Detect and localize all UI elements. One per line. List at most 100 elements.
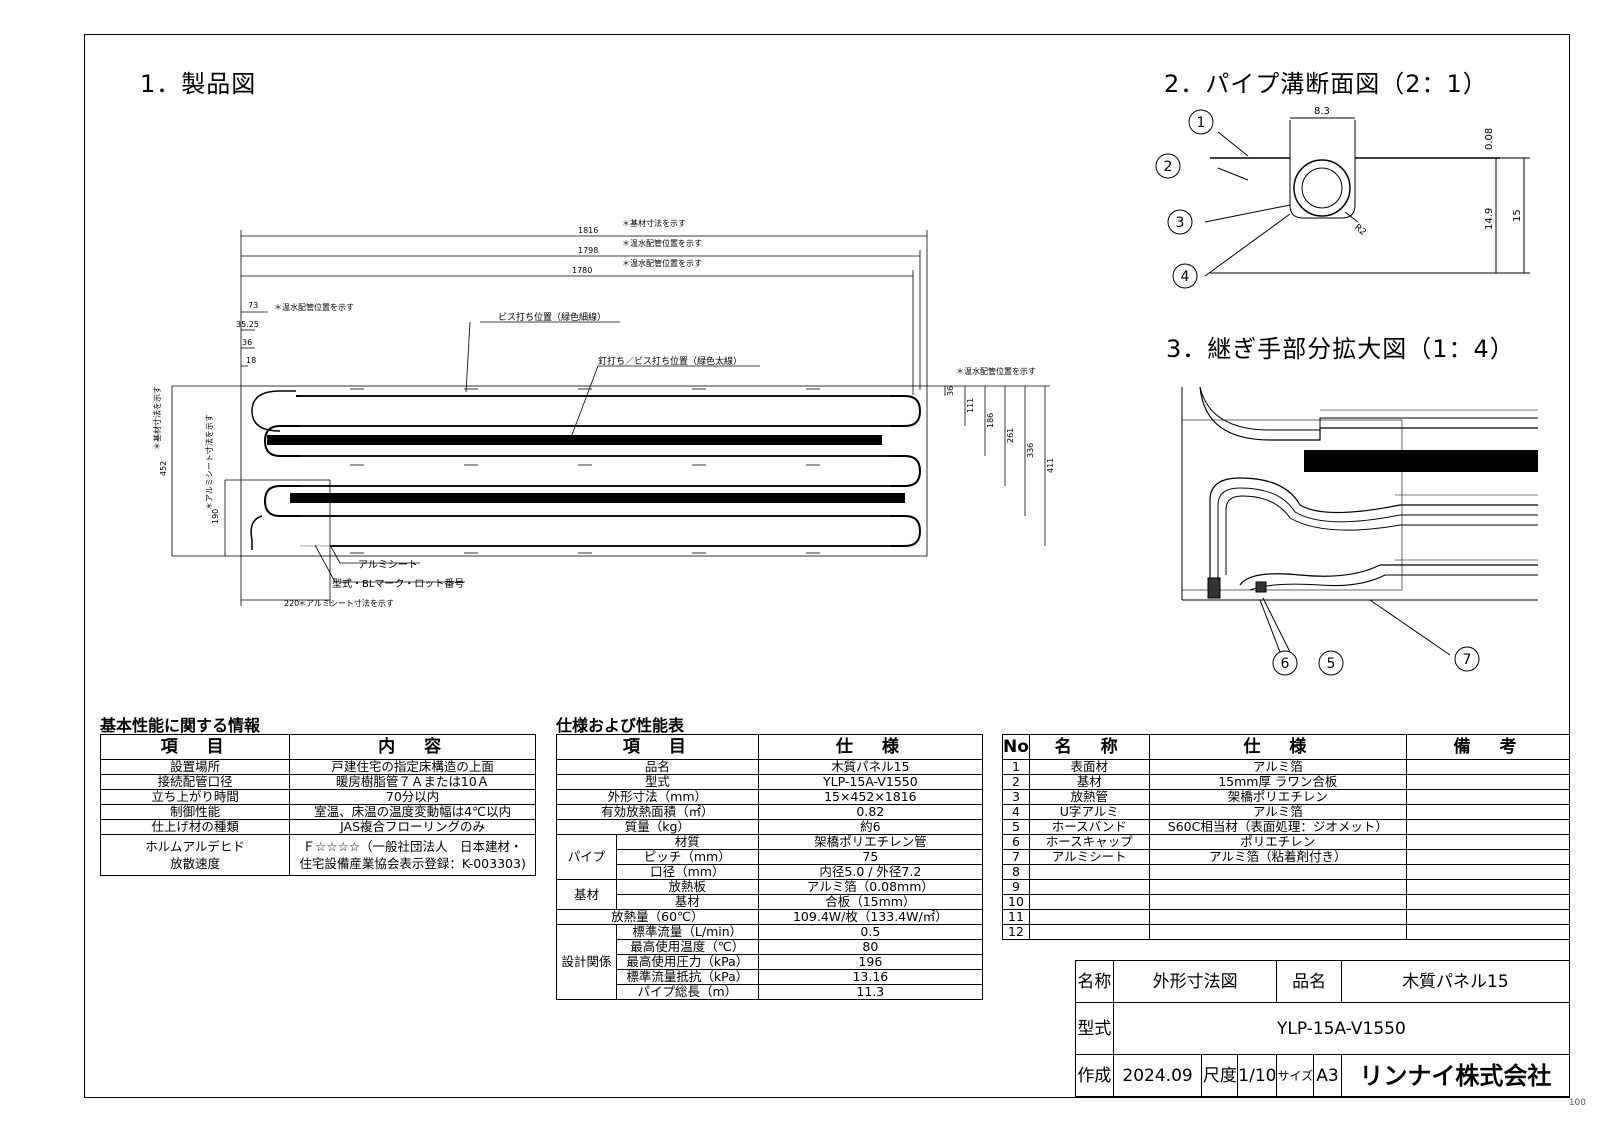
table-row: 制御性能室温、床温の温度変動幅は4℃以内 [99, 804, 536, 820]
dim-r186: 186 [986, 413, 995, 428]
table-row: パイプ材質架橋ポリエチレン管 [556, 834, 984, 880]
dim-alu-thickness: 0.08 [1484, 128, 1495, 150]
parts-spec-cell: 15mm厚 ラワン合板 [1148, 774, 1408, 790]
parts-remarks-cell [1406, 759, 1570, 775]
note-v-alu: ＊アルミシート寸法を示す [204, 414, 214, 510]
dim-190: 190 [211, 509, 220, 524]
spec-item-cell: 標準流量抵抗（kPa） [615, 969, 759, 985]
parts-remarks-cell [1406, 819, 1570, 835]
tb-product-value: 木質パネル15 [1340, 960, 1571, 1003]
parts-no-cell: 11 [1002, 909, 1030, 925]
perf-item-cell: 制御性能 [99, 804, 291, 820]
table-row: パイプ総長（m）11.3 [557, 984, 984, 1000]
tb-name-value: 外形寸法図 [1112, 960, 1278, 1003]
section-title-groove: 2．パイプ溝断面図（2：1） [1164, 70, 1488, 98]
dim-1780: 1780 [572, 266, 592, 275]
perf-cell-formaldehyde-item: ホルムアルデヒド放散速度 [99, 834, 291, 876]
section-title-product: 1．製品図 [140, 70, 257, 98]
parts-name-cell [1028, 879, 1150, 895]
spec-section-title: 仕様および性能表 [556, 716, 685, 735]
parts-spec-cell: アルミ箔 [1148, 759, 1408, 775]
table-row: 最高使用圧力（kPa）196 [557, 954, 984, 970]
tb-model-label: 型式 [1075, 1002, 1114, 1055]
table-row: 最高使用温度（℃）80 [557, 939, 984, 955]
spec-item-cell: 最高使用温度（℃） [615, 939, 759, 955]
parts-remarks-cell [1406, 804, 1570, 820]
parts-name-cell: ホースキャップ [1028, 834, 1150, 850]
spec-item-cell: 質量（kg） [556, 819, 759, 835]
dim-r111: 111 [966, 398, 975, 413]
spec-item-cell: 口径（mm） [615, 864, 759, 880]
note-pipe-pos-1: ＊温水配管位置を示す [622, 238, 702, 248]
parts-spec-cell [1148, 879, 1408, 895]
spec-item-cell: パイプ総長（m） [615, 984, 759, 1000]
perf-cell-formaldehyde-value: Ｆ☆☆☆☆（一般社団法人 日本建材・住宅設備産業協会表示登録：K-003303) [289, 834, 536, 876]
parts-remarks-cell [1406, 924, 1570, 940]
table-row: 12 [1002, 924, 1570, 940]
spec-value-cell: 架橋ポリエチレン管 [757, 834, 984, 850]
table-row: 接続配管口径暖房樹脂管７Ａまたは10Ａ [99, 774, 536, 790]
parts-header-no: No [1002, 734, 1030, 760]
tb-name-label: 名称 [1075, 960, 1114, 1003]
dim-groove-width: 8.3 [1314, 106, 1330, 117]
drawing-frame [84, 34, 1570, 1098]
perf-value-cell: 暖房樹脂管７Ａまたは10Ａ [289, 774, 536, 790]
tb-scale-value: 1/10 [1237, 1054, 1278, 1097]
label-model-mark: 型式・BLマーク・ロット番号 [332, 577, 464, 590]
dim-r411: 411 [1046, 458, 1055, 473]
parts-remarks-cell [1406, 879, 1570, 895]
balloon-6: 6 [1281, 656, 1290, 672]
dim-35-25: 35.25 [236, 320, 259, 329]
spec-value-cell: 80 [757, 939, 984, 955]
spec-item-cell: 標準流量（L/min） [615, 924, 759, 940]
tb-size-value: A3 [1313, 1054, 1342, 1097]
table-row: 標準流量抵抗（kPa）13.16 [557, 969, 984, 985]
parts-spec-cell: ポリエチレン [1148, 834, 1408, 850]
parts-no-cell: 2 [1002, 774, 1030, 790]
spec-item-cell: 有効放熱面積（㎡） [556, 804, 759, 820]
spec-item-cell: 型式 [556, 774, 759, 790]
table-row: 有効放熱面積（㎡）0.82 [556, 804, 984, 820]
parts-name-cell: アルミシート [1028, 849, 1150, 865]
parts-no-cell: 8 [1002, 864, 1030, 880]
parts-no-cell: 4 [1002, 804, 1030, 820]
perf-value-cell: 戸建住宅の指定床構造の上面 [289, 759, 536, 775]
nail-line-1 [267, 435, 882, 445]
parts-remarks-cell [1406, 894, 1570, 910]
label-screw-pos: ビス打ち位置（緑色細線） [498, 311, 606, 323]
parts-spec-cell [1148, 864, 1408, 880]
parts-name-cell [1028, 924, 1150, 940]
spec-item-cell: 最高使用圧力（kPa） [615, 954, 759, 970]
spec-item-cell: 品名 [556, 759, 759, 775]
parts-spec-cell [1148, 909, 1408, 925]
parts-no-cell: 9 [1002, 879, 1030, 895]
note-pipe-pos-2: ＊温水配管位置を示す [622, 258, 702, 268]
label-alu-sheet: アルミシート [358, 560, 418, 571]
dim-15: 15 [1512, 209, 1523, 222]
table-row: 基材合板（15mm） [557, 894, 984, 910]
table-row: 設計関係標準流量（L/min）0.5 [556, 924, 984, 1000]
parts-no-cell: 12 [1002, 924, 1030, 940]
spec-group-base: 基材 [556, 879, 617, 910]
spec-value-cell: 木質パネル15 [757, 759, 984, 775]
tb-scale-label: 尺度 [1201, 1054, 1239, 1097]
table-row: 基材放熱板アルミ箔（0.08mm） [556, 879, 984, 910]
perf-value-cell: 室温、床温の温度変動幅は4℃以内 [289, 804, 536, 820]
parts-name-cell: 基材 [1028, 774, 1150, 790]
parts-spec-cell: アルミ箔（粘着剤付き） [1148, 849, 1408, 865]
tb-model-value: YLP-15A-V1550 [1112, 1002, 1571, 1055]
spec-value-cell: YLP-15A-V1550 [757, 774, 984, 790]
dim-1798: 1798 [578, 246, 598, 255]
parts-no-cell: 3 [1002, 789, 1030, 805]
table-row: 品名木質パネル15 [556, 759, 984, 775]
